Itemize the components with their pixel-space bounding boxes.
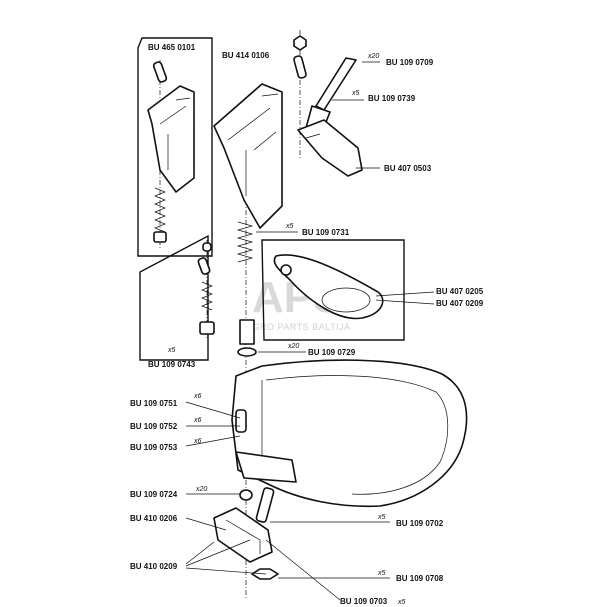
callout-bu-109-0752: BU 109 0752	[130, 422, 178, 431]
callout-bu-410-0206: BU 410 0206	[130, 514, 178, 523]
callout-qty-bu-109-0753: x6	[193, 438, 202, 445]
spring-main	[236, 221, 257, 357]
top-pins	[293, 35, 357, 133]
bowl-plate	[273, 254, 384, 320]
callout-qty-bu-109-0724: x20	[195, 486, 207, 493]
lower-bracket	[213, 487, 279, 580]
callout-qty-bu-109-0708: x5	[377, 570, 386, 577]
spring-small	[153, 187, 167, 243]
callout-qty-bu-109-0739: x5	[351, 90, 360, 97]
callout-bu-109-0729: BU 109 0729	[308, 348, 356, 357]
callout-bu-407-0209: BU 407 0209	[436, 299, 484, 308]
callout-bu-414-0106: BU 414 0106	[222, 51, 270, 60]
valve-housing-main	[213, 83, 283, 229]
callout-bu-109-0709: BU 109 0709	[386, 58, 434, 67]
frame-bowl-plate	[261, 239, 405, 341]
callout-labels: BU 465 0101 BU 414 0106 x20 BU 109 0709 …	[130, 43, 484, 606]
callout-bu-407-0205: BU 407 0205	[436, 287, 484, 296]
callout-bu-465-0101: BU 465 0101	[148, 43, 196, 52]
callout-bu-407-0503: BU 407 0503	[384, 164, 432, 173]
callout-bu-109-0751: BU 109 0751	[130, 399, 178, 408]
callout-bu-109-0724: BU 109 0724	[130, 490, 178, 499]
lever	[297, 119, 363, 177]
leader-lines	[185, 61, 435, 601]
kit-frame-bu-109-0743	[139, 234, 209, 361]
callout-bu-109-0739: BU 109 0739	[368, 94, 416, 103]
callout-bu-109-0702: BU 109 0702	[396, 519, 444, 528]
callout-bu-109-0753: BU 109 0753	[130, 443, 178, 452]
callout-qty-bu-109-0703: x5	[397, 599, 406, 606]
pin-kit2	[197, 242, 215, 335]
callout-qty-bu-109-0709: x20	[367, 53, 379, 60]
callout-bu-109-0743: BU 109 0743	[148, 360, 196, 369]
callout-qty-bu-109-0729: x20	[287, 343, 299, 350]
valve-housing-small	[147, 61, 195, 193]
callout-bu-109-0703: BU 109 0703	[340, 597, 388, 606]
callout-bu-109-0708: BU 109 0708	[396, 574, 444, 583]
watermark-subtitle: AGRO PARTS BALTIJA	[246, 322, 351, 332]
callout-qty-bu-109-0751: x6	[193, 393, 202, 400]
kit-frame-bu-465-0101	[137, 37, 213, 257]
callout-bu-410-0209: BU 410 0209	[130, 562, 178, 571]
callout-qty-bu-109-0702: x5	[377, 514, 386, 521]
callout-qty-bu-109-0731: x5	[285, 223, 294, 230]
callout-bu-109-0731: BU 109 0731	[302, 228, 350, 237]
callout-qty-bu-109-0752: x6	[193, 417, 202, 424]
callout-qty-bu-109-0743: x5	[167, 347, 176, 354]
drinking-bowl	[231, 359, 468, 508]
